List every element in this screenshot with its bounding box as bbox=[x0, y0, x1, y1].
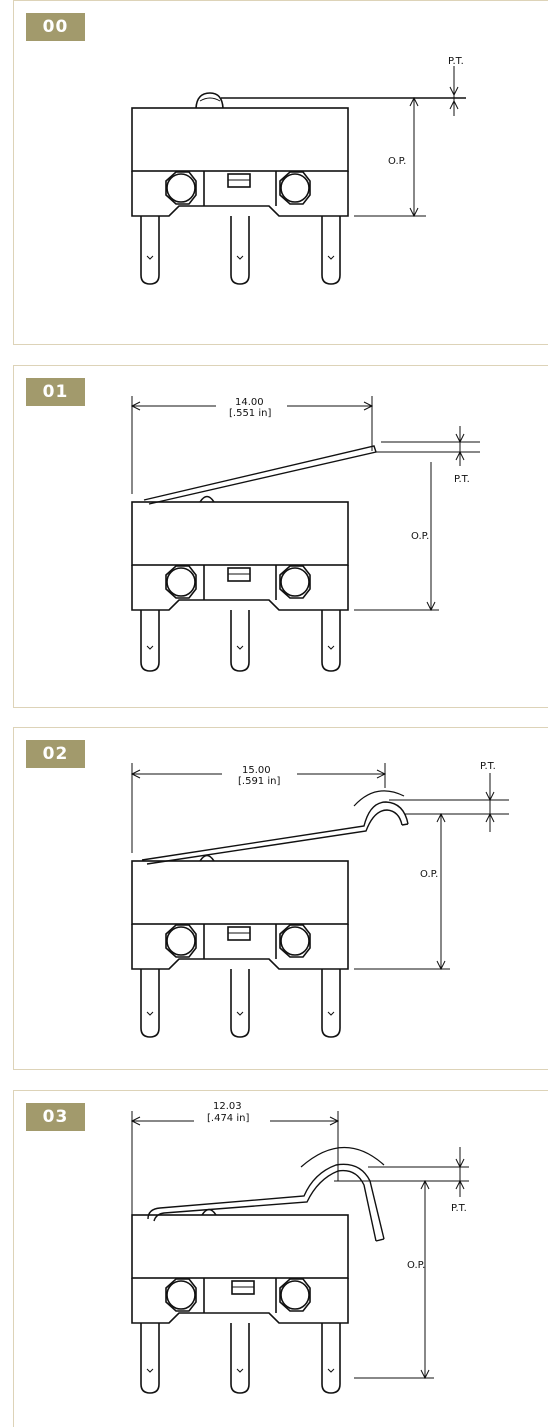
switch-body bbox=[131, 1214, 349, 1279]
actuator-button bbox=[195, 92, 224, 109]
pin bbox=[321, 610, 341, 672]
pin bbox=[140, 969, 160, 1038]
panel-02: 02 bbox=[13, 727, 548, 1070]
lever-arm bbox=[141, 801, 409, 861]
switch-drawing-00 bbox=[131, 66, 466, 285]
pin bbox=[230, 969, 250, 1038]
switch-drawing-01 bbox=[130, 396, 480, 672]
panel-03: 03 bbox=[13, 1090, 548, 1427]
switch-drawing-03 bbox=[130, 1111, 469, 1394]
switch-base bbox=[131, 1278, 349, 1324]
panel-00: 00 P.T. O.P. bbox=[13, 0, 548, 345]
switch-body bbox=[131, 107, 349, 172]
pin bbox=[321, 1323, 341, 1394]
switch-body bbox=[131, 860, 349, 925]
switch-body bbox=[131, 501, 349, 566]
pin bbox=[230, 216, 250, 285]
lever-arm bbox=[143, 445, 377, 505]
panel-badge: 02 bbox=[26, 740, 85, 768]
pin bbox=[140, 610, 160, 672]
switch-base bbox=[131, 924, 349, 970]
pin bbox=[230, 610, 250, 672]
panel-01: 01 14.00 bbox=[13, 365, 548, 708]
pin bbox=[230, 1323, 250, 1394]
lever-arm bbox=[147, 1163, 385, 1240]
pin bbox=[321, 969, 341, 1038]
pin bbox=[321, 216, 341, 285]
panel-badge: 00 bbox=[26, 13, 85, 41]
panel-badge: 01 bbox=[26, 378, 85, 406]
pin bbox=[140, 216, 160, 285]
panel-badge: 03 bbox=[26, 1103, 85, 1131]
pin bbox=[140, 1323, 160, 1394]
switch-base bbox=[131, 565, 349, 611]
switch-drawing-02 bbox=[130, 763, 509, 1038]
switch-base bbox=[131, 171, 349, 217]
